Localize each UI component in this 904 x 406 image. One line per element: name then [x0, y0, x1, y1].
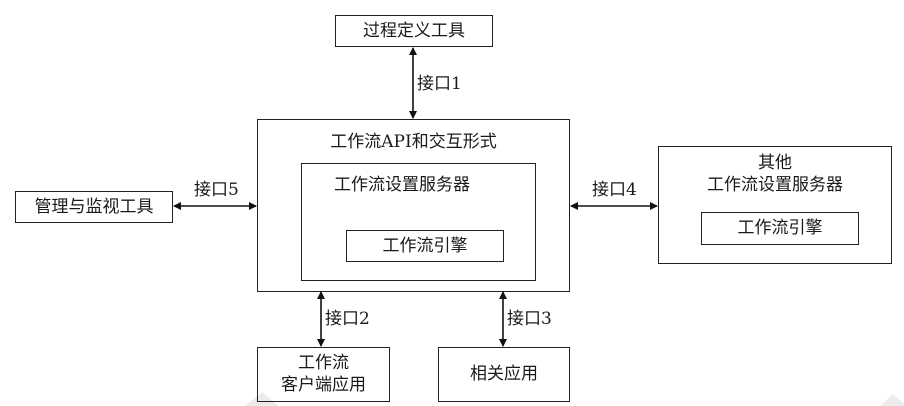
admin-monitor-tool-label: 管理与监视工具 [34, 197, 154, 217]
interface-4-label: 接口4 [592, 180, 637, 200]
workflow-engine-label: 工作流引擎 [382, 236, 468, 256]
client-app-box: 工作流 客户端应用 [257, 347, 390, 402]
workflow-server-box: 工作流设置服务器 [301, 163, 536, 281]
client-app-label-line1: 工作流 [298, 353, 349, 373]
admin-monitor-tool-box: 管理与监视工具 [15, 191, 173, 223]
interface-1-label: 接口1 [417, 74, 462, 94]
client-app-label-line2: 客户端应用 [281, 375, 366, 395]
workflow-engine-box: 工作流引擎 [346, 230, 504, 262]
watermark-shape [880, 394, 904, 406]
related-app-label: 相关应用 [470, 364, 538, 384]
watermark-shape [245, 392, 279, 406]
interface-5-label: 接口5 [194, 180, 239, 200]
other-engine-box: 工作流引擎 [701, 212, 859, 245]
workflow-api-box: 工作流API和交互形式 [257, 119, 570, 292]
workflow-server-label: 工作流设置服务器 [334, 175, 470, 195]
process-definition-tool-label: 过程定义工具 [363, 21, 465, 41]
workflow-api-label: 工作流API和交互形式 [330, 132, 497, 152]
other-server-box: 其他 工作流设置服务器 [658, 146, 892, 264]
other-server-label-line1: 其他 [758, 153, 792, 173]
related-app-box: 相关应用 [438, 347, 570, 402]
other-engine-label: 工作流引擎 [737, 218, 823, 238]
interface-3-label: 接口3 [507, 309, 552, 329]
other-server-label-line2: 工作流设置服务器 [707, 175, 843, 195]
interface-2-label: 接口2 [325, 309, 370, 329]
process-definition-tool-box: 过程定义工具 [335, 15, 493, 47]
